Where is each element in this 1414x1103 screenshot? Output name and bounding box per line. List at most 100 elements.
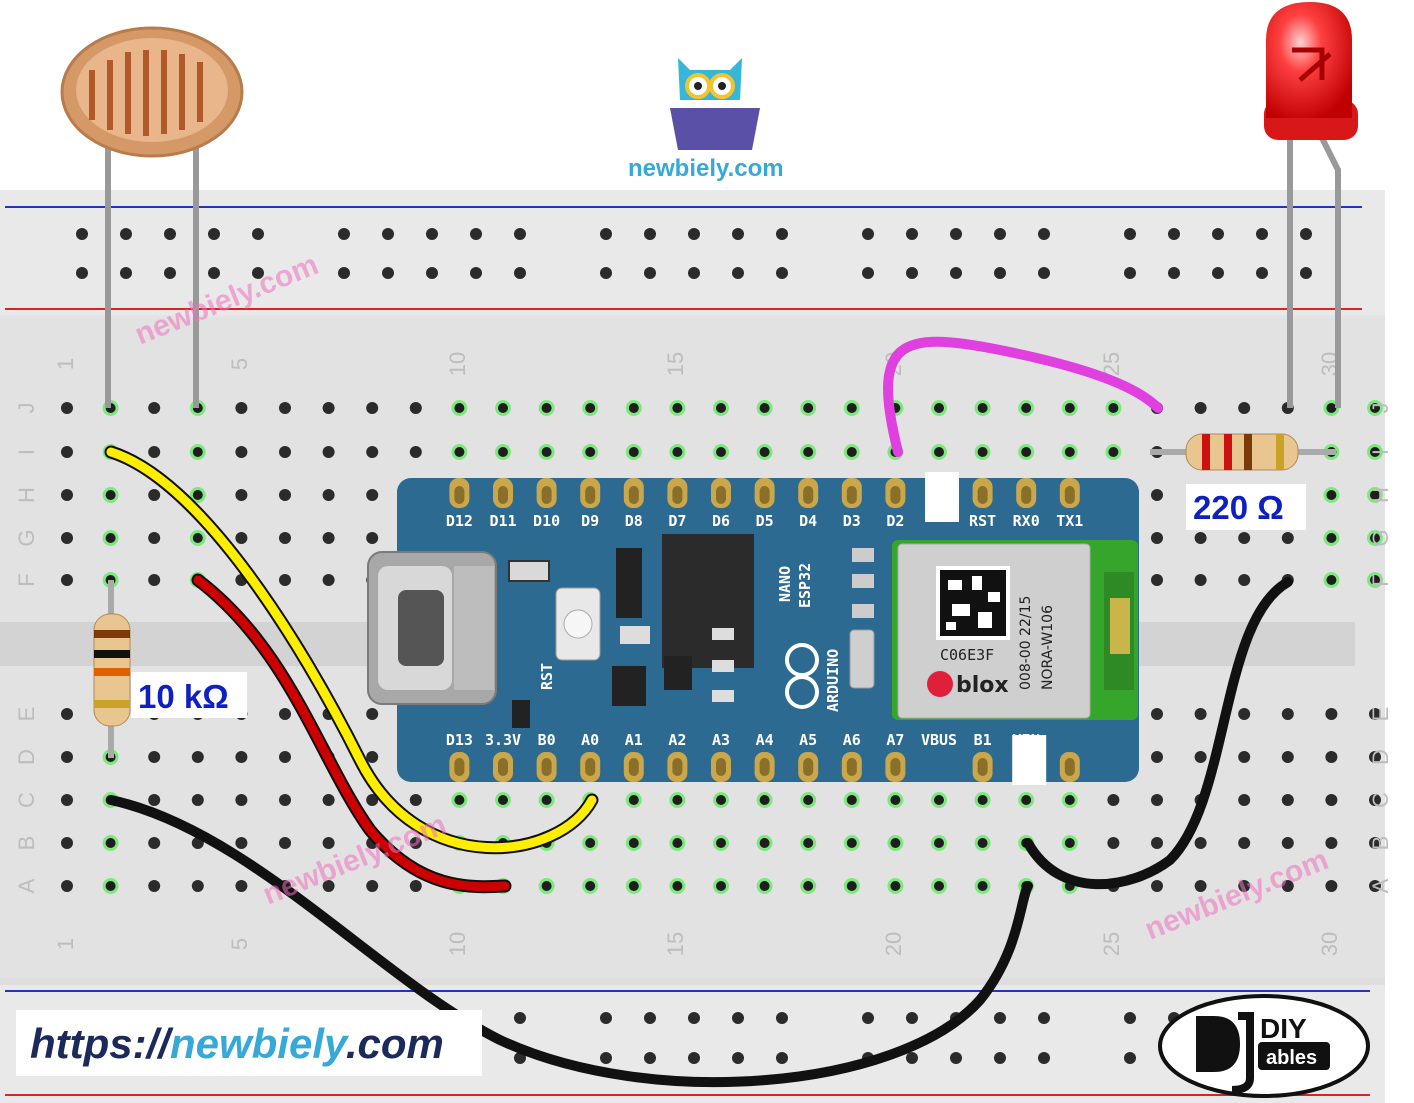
pin-pad-bottom-hole (803, 758, 814, 776)
rail-hole (644, 228, 656, 240)
rail-hole (732, 267, 744, 279)
arduino-nano-esp32: RST NANO ESP32 ARDUINO (367, 472, 1139, 785)
breadboard-hole-center (759, 881, 770, 891)
rail-hole (514, 228, 526, 240)
rail-hole (776, 1052, 788, 1064)
breadboard-hole-center (846, 447, 857, 457)
rail-hole (600, 1052, 612, 1064)
breadboard-hole (366, 880, 379, 892)
breadboard-hole (1238, 751, 1251, 763)
breadboard-hole-center (977, 403, 988, 413)
breadboard-hole (235, 794, 248, 806)
breadboard-hole (1369, 708, 1381, 720)
maker-label: ARDUINO (824, 649, 842, 712)
rail-hole (688, 267, 700, 279)
breadboard-hole-center (628, 403, 639, 413)
rail-hole (732, 1052, 744, 1064)
row-letter-right: I (1368, 449, 1393, 455)
row-letter-right: J (1368, 403, 1393, 414)
qr-code-icon (936, 566, 1010, 640)
column-number: 5 (227, 358, 252, 370)
breadboard-hole-center (1326, 403, 1337, 413)
rail-hole (1168, 228, 1180, 240)
breadboard-hole (409, 446, 422, 458)
rail-hole (776, 267, 788, 279)
pin-label-bottom: VIN (1013, 731, 1040, 749)
breadboard-hole (1369, 751, 1381, 763)
breadboard-hole-center (585, 403, 596, 413)
rail-hole (732, 228, 744, 240)
breadboard-hole (148, 837, 161, 849)
breadboard-hole-center (585, 838, 596, 848)
ables-text: ables (1266, 1047, 1317, 1069)
rail-hole (1212, 267, 1224, 279)
pin-label-bottom: A0 (581, 731, 599, 749)
breadboard-hole (1194, 532, 1207, 544)
breadboard-hole-center (1370, 575, 1380, 585)
breadboard-hole-center (803, 881, 814, 891)
breadboard-hole-center (846, 838, 857, 848)
breadboard-hole (279, 574, 291, 586)
breadboard-hole-center (1108, 403, 1119, 413)
breadboard-hole (1369, 794, 1381, 806)
board-name-line1: NANO (776, 566, 794, 602)
rail-hole (1256, 267, 1268, 279)
breadboard-hole (279, 794, 291, 806)
rail-hole (470, 267, 482, 279)
pin-label-bottom: A6 (843, 731, 861, 749)
breadboard-hole (235, 837, 248, 849)
breadboard-hole-center (977, 795, 988, 805)
breadboard-hole (1369, 880, 1381, 892)
pin-label-top: D10 (533, 512, 560, 530)
breadboard-hole-center (672, 838, 683, 848)
rail-hole (1300, 267, 1312, 279)
pin-label-top: D9 (581, 512, 599, 530)
rail-hole (1168, 267, 1180, 279)
breadboard-hole-center (846, 795, 857, 805)
row-letter-right: E (1368, 707, 1393, 722)
owl-laptop-logo-icon (670, 58, 760, 150)
pin-pad-top-hole (672, 486, 683, 504)
row-letter-right: D (1368, 749, 1393, 765)
breadboard-hole (1151, 880, 1163, 892)
rail-hole (426, 267, 438, 279)
breadboard-hole (279, 837, 291, 849)
breadboard-hole (235, 489, 248, 501)
breadboard-hole-center (541, 447, 552, 457)
row-letter-right: H (1368, 487, 1393, 503)
breadboard-hole-center (541, 881, 552, 891)
breadboard-hole (1194, 574, 1207, 586)
pin-label-bottom: A1 (625, 731, 643, 749)
breadboard-hole (61, 751, 73, 763)
module-text-0: C06E3F (940, 646, 994, 664)
row-letter-right: G (1368, 529, 1393, 546)
breadboard-hole-center (1021, 795, 1032, 805)
pin-pad-bottom-hole (716, 758, 726, 776)
rail-hole (994, 228, 1006, 240)
breadboard-hole (366, 708, 379, 720)
breadboard-hole-center (672, 403, 683, 413)
breadboard-hole (322, 880, 335, 892)
pin-pad-bottom-hole (498, 758, 508, 776)
rail-hole (426, 228, 438, 240)
breadboard-hole-center (934, 447, 944, 457)
module-text-2: NORA-W106 (1040, 605, 1056, 690)
rail-hole (950, 267, 962, 279)
pin-label-bottom: A4 (756, 731, 774, 749)
breadboard-hole (1238, 794, 1251, 806)
breadboard-hole-center (541, 403, 552, 413)
breadboard-hole-center (716, 881, 726, 891)
rail-hole (338, 267, 350, 279)
breadboard-hole-center (672, 447, 683, 457)
breadboard-hole-center (1370, 447, 1380, 457)
pin-label-top: D6 (712, 512, 730, 530)
breadboard-hole (1238, 708, 1251, 720)
rail-hole (76, 267, 88, 279)
pin-label-bottom: A3 (712, 731, 730, 749)
breadboard-hole-center (498, 447, 508, 457)
pin-pad-top-hole (541, 486, 552, 504)
breadboard-hole (148, 794, 161, 806)
resistor-10k (93, 580, 131, 758)
breadboard-hole-center (1370, 490, 1380, 500)
pin-label-bottom: B1 (974, 731, 992, 749)
